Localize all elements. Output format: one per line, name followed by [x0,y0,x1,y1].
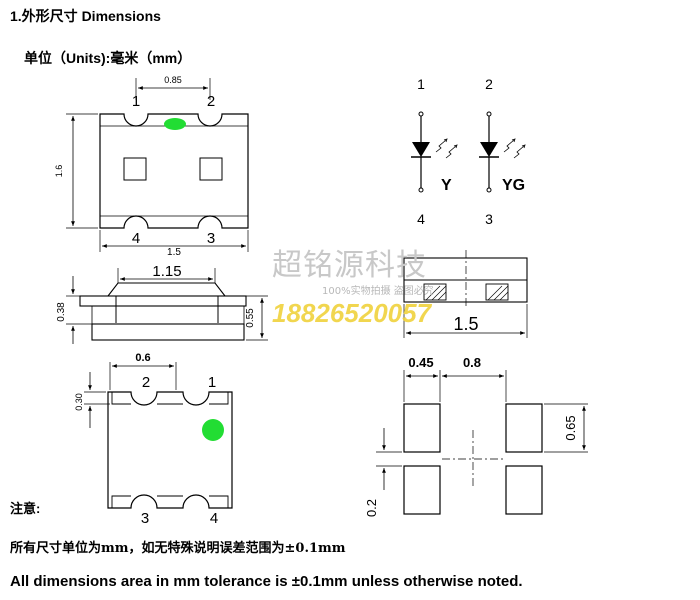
schematic-pin-1: 1 [417,76,425,92]
dim-width-top: 0.85 [164,75,182,85]
watermark-tag: 100%实物拍摄 盗图必究 [322,286,434,297]
bottom-view: 0.6 0.30 2 1 3 4 [74,352,233,527]
pad-left [123,157,147,181]
dim-pad-left: 0.45 [408,355,433,370]
note-english: All dimensions area in mm tolerance is ±… [10,573,523,590]
label-yg: YG [502,177,525,194]
bottom-pin-3: 3 [141,510,149,527]
package-outline [99,113,249,229]
side-view: 1.15 0.38 0.55 [56,263,268,344]
dim-pad-right: 0.8 [463,355,481,370]
diode-left-icon [412,142,430,157]
watermark-company: 超铭源科技 [272,248,427,283]
light-emission-left-icon [435,138,458,159]
polarity-marker [164,118,186,130]
watermark-phone: 18826520057 [272,298,432,328]
light-emission-right-icon [503,138,526,159]
side-view-right: 1.5 [403,250,528,338]
dim-bottom-top: 0.6 [135,352,150,364]
pin-3: 3 [207,230,215,247]
schematic: 1 2 4 3 Y YG [411,76,526,227]
note-title: 注意: [10,501,41,516]
dim-pad-vertical: 0.65 [563,415,578,440]
pin-4: 4 [132,230,140,247]
top-view: 0.85 1.6 1.5 1 2 4 3 [54,75,249,258]
note-chinese: 所有尺寸单位为mm，如无特殊说明误差范围为±0.1mm [10,541,346,556]
dim-side-right-bottom: 1.5 [453,314,478,334]
dim-bottom-left: 0.30 [74,393,84,411]
dim-pad-small: 0.2 [364,499,379,517]
dim-side-left: 0.38 [56,302,67,322]
label-y: Y [441,177,452,194]
pad-right [199,157,223,181]
schematic-pin-3: 3 [485,211,493,227]
dim-side-right: 0.55 [245,308,256,328]
bottom-pin-2: 2 [142,374,150,391]
dim-side-top: 1.15 [152,263,181,280]
bottom-pin-1: 1 [208,374,216,391]
schematic-pin-2: 2 [485,76,493,92]
diode-right-icon [480,142,498,157]
section-title: 1.外形尺寸 Dimensions [10,8,161,24]
dim-width-bottom: 1.5 [167,247,181,258]
schematic-pin-4: 4 [417,211,425,227]
units-label: 单位（Units):毫米（mm） [24,50,192,66]
pin-2: 2 [207,93,215,110]
bottom-pin-4: 4 [210,510,218,527]
pad-layout: 0.45 0.8 0.65 0.2 [364,355,588,517]
polarity-marker-bottom [202,419,224,441]
pin-1: 1 [132,93,140,110]
dim-height: 1.6 [54,165,64,178]
